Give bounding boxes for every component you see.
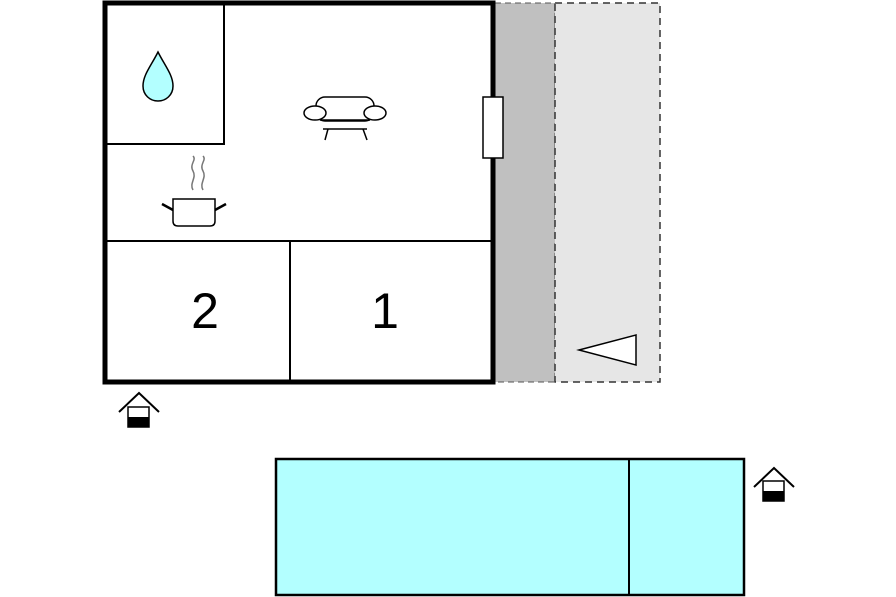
pool [274, 457, 746, 597]
terrace [494, 2, 661, 383]
direction-triangle-icon [576, 334, 637, 366]
bedroom-2-number: 2 [191, 283, 219, 339]
door [482, 96, 504, 159]
bedroom-1-number: 1 [371, 283, 399, 339]
bathroom [104, 2, 225, 145]
cooking-pot-icon [161, 155, 227, 227]
house-outline [102, 0, 496, 385]
house-entrance-icon [118, 391, 160, 428]
house-entrance-icon [753, 466, 795, 502]
sofa-icon [303, 96, 387, 141]
open-terrace [554, 2, 661, 383]
pool-main [274, 457, 746, 597]
water-drop-icon [142, 50, 174, 102]
covered-terrace [494, 2, 556, 383]
